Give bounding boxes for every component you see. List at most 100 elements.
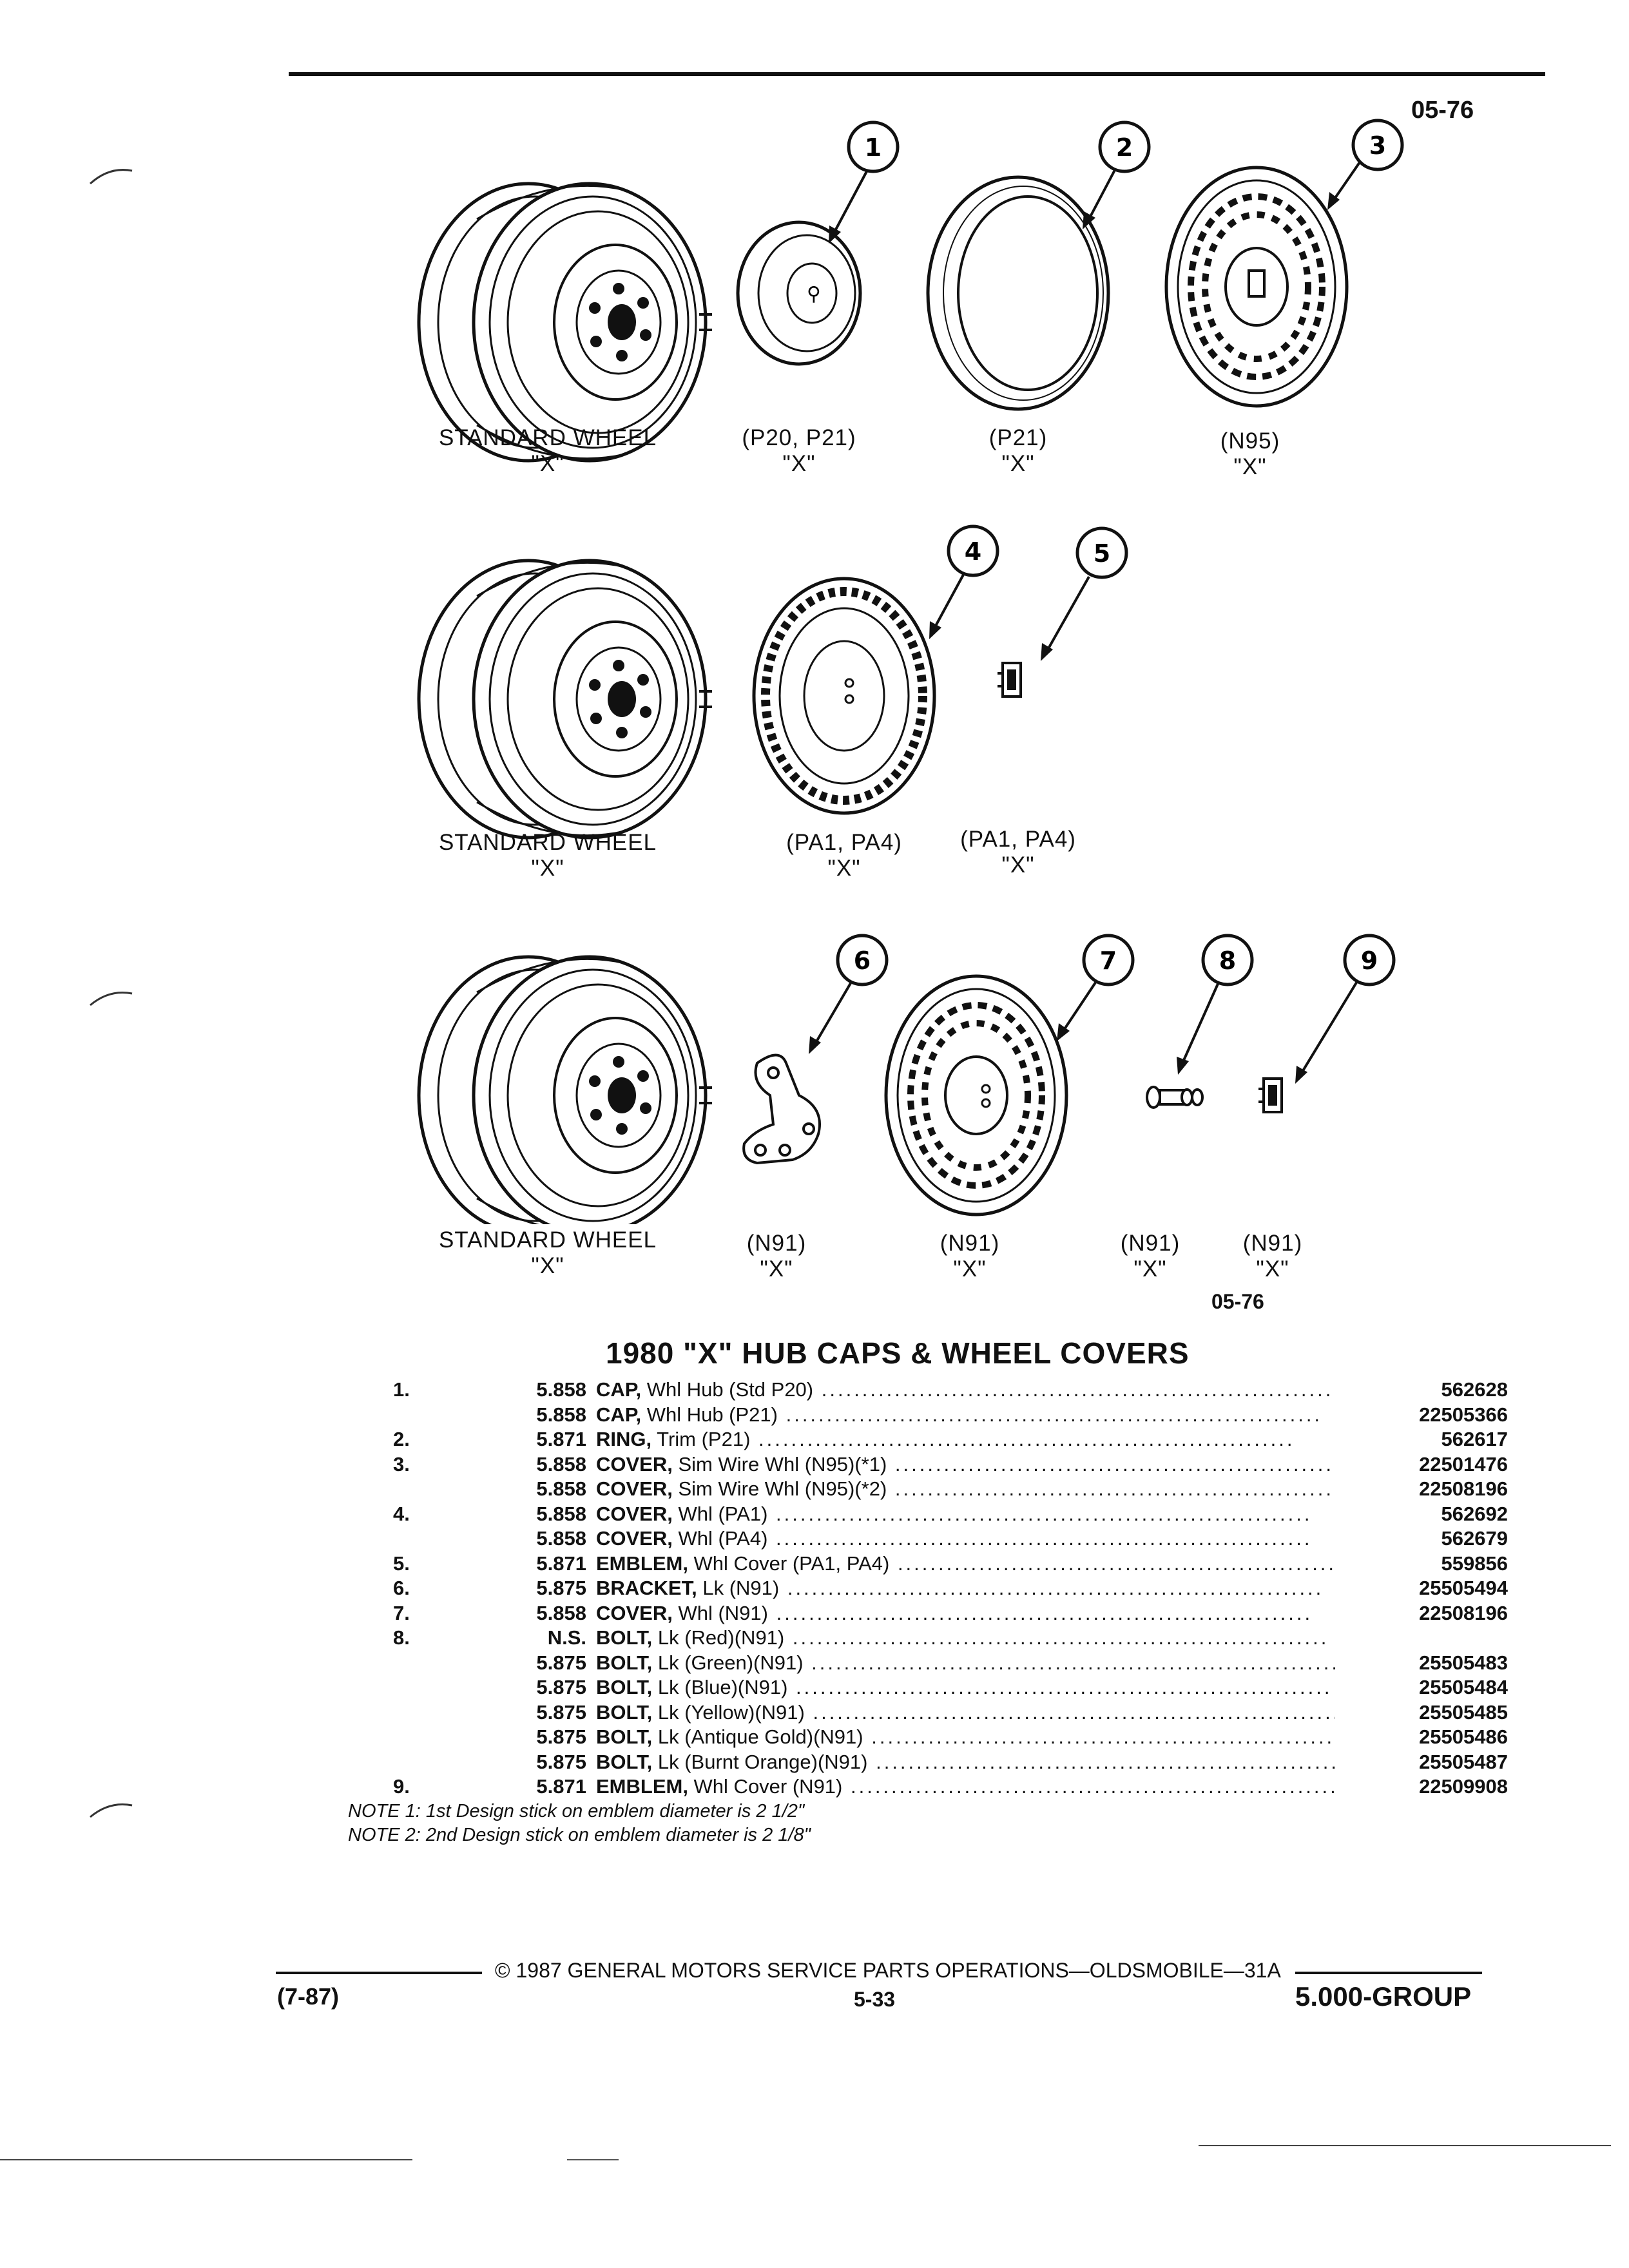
- item-number: 2.: [393, 1428, 410, 1450]
- trim-ring-illustration: [926, 175, 1110, 411]
- caption-x: "X": [531, 1253, 564, 1278]
- item-number: 3.: [393, 1452, 410, 1475]
- caption-x: "X": [953, 1256, 987, 1282]
- table-title: 1980 "X" HUB CAPS & WHEEL COVERS: [606, 1336, 1190, 1370]
- item-number: 9.: [393, 1775, 410, 1798]
- caption-standard-wheel-2: STANDARD WHEEL "X": [412, 830, 683, 881]
- part-detail: Lk (Green)(N91): [652, 1651, 804, 1674]
- callout-4: 4: [929, 524, 999, 639]
- caption-label: STANDARD WHEEL: [438, 1227, 657, 1253]
- part-name: BOLT,: [596, 1676, 653, 1698]
- svg-text:8: 8: [1219, 947, 1236, 975]
- svg-text:5: 5: [1094, 539, 1110, 568]
- group-number: 5.871: [536, 1775, 586, 1798]
- group-label: 5.000-GROUP: [1295, 1981, 1472, 2012]
- leader-dots: ........................................…: [787, 1676, 1333, 1698]
- part-number: 559856: [1335, 1551, 1508, 1576]
- item-number: 4.: [393, 1502, 410, 1525]
- part-number: 22501476: [1335, 1452, 1508, 1477]
- part-detail: Lk (Burnt Orange)(N91): [652, 1750, 868, 1773]
- part-detail: Whl Hub (P21): [641, 1403, 778, 1426]
- part-description: COVER, Whl (PA1) .......................…: [596, 1502, 1576, 1527]
- part-description: BOLT, Lk (Red)(N91) ....................…: [596, 1626, 1576, 1651]
- part-detail: Lk (Yellow)(N91): [652, 1700, 805, 1724]
- note-1: NOTE 1: 1st Design stick on emblem diame…: [348, 1801, 805, 1821]
- caption-label: (N91): [1120, 1231, 1181, 1256]
- caption-x: "X": [1001, 451, 1035, 476]
- group-number: 5.875: [536, 1750, 586, 1773]
- part-detail: Whl Cover (N91): [688, 1775, 843, 1798]
- callout-7: 7: [1057, 934, 1135, 1041]
- part-number: 562679: [1335, 1526, 1508, 1552]
- copyright: © 1987 GENERAL MOTORS SERVICE PARTS OPER…: [495, 1959, 1281, 1982]
- part-description: COVER, Whl (N91) .......................…: [596, 1601, 1576, 1626]
- footer-rule-left: [276, 1972, 482, 1974]
- part-name: BOLT,: [596, 1651, 653, 1674]
- part-description: BOLT, Lk (Yellow)(N91) .................…: [596, 1700, 1576, 1725]
- part-name: EMBLEM,: [596, 1552, 688, 1575]
- part-detail: Sim Wire Whl (N95)(*2): [672, 1477, 887, 1500]
- part-name: COVER,: [596, 1527, 673, 1550]
- part-detail: Lk (Red)(N91): [652, 1626, 785, 1649]
- item-number: 5.: [393, 1552, 410, 1575]
- part-number: 25505483: [1335, 1650, 1508, 1675]
- caption-lock-bracket: (N91) "X": [722, 1231, 831, 1282]
- part-name: CAP,: [596, 1378, 642, 1401]
- group-number: 5.875: [536, 1725, 586, 1748]
- footer-date: (7-87): [277, 1983, 340, 2010]
- caption-x: "X": [782, 451, 816, 476]
- svg-text:6: 6: [854, 947, 871, 975]
- item-number: 1.: [393, 1378, 410, 1401]
- part-name: BOLT,: [596, 1626, 653, 1649]
- part-number: 562628: [1335, 1378, 1508, 1403]
- group-number: 5.858: [536, 1403, 586, 1426]
- part-name: BOLT,: [596, 1725, 653, 1748]
- group-number: 5.858: [536, 1601, 586, 1624]
- part-number: 22509908: [1335, 1774, 1508, 1800]
- caption-x: "X": [1001, 852, 1035, 878]
- part-detail: Whl (N91): [672, 1601, 768, 1624]
- callout-1: 1: [829, 120, 900, 244]
- part-number: 562692: [1335, 1501, 1508, 1526]
- group-number: 5.871: [536, 1552, 586, 1575]
- callout-6: 6: [809, 934, 889, 1054]
- wheel-cover-n91-illustration: [886, 976, 1066, 1215]
- caption-wheel-cover-pa: (PA1, PA4) "X": [760, 830, 928, 881]
- part-description: RING, Trim (P21) .......................…: [596, 1427, 1576, 1452]
- caption-x: "X": [1133, 1256, 1167, 1282]
- part-description: BRACKET, Lk (N91) ......................…: [596, 1576, 1576, 1601]
- leader-dots: ........................................…: [779, 1577, 1324, 1599]
- caption-x: "X": [1256, 1256, 1289, 1282]
- part-description: CAP, Whl Hub (P21) .....................…: [596, 1403, 1576, 1428]
- caption-x: "X": [827, 856, 861, 881]
- svg-text:3: 3: [1369, 131, 1386, 160]
- part-detail: Sim Wire Whl (N95)(*1): [672, 1452, 887, 1475]
- caption-label: (N91): [746, 1231, 807, 1256]
- page-number: 5-33: [854, 1988, 896, 2011]
- part-detail: Trim (P21): [651, 1428, 751, 1450]
- leader-dots: ........................................…: [804, 1700, 1349, 1724]
- part-detail: Lk (Blue)(N91): [652, 1676, 788, 1698]
- caption-x: "X": [531, 856, 564, 881]
- caption-sim-wire-cover: (N95) "X": [1186, 428, 1315, 480]
- part-name: RING,: [596, 1428, 652, 1450]
- leader-dots: ........................................…: [777, 1403, 1323, 1426]
- wheel-cover-pa-illustration: [752, 577, 936, 815]
- item-number: 6.: [393, 1577, 410, 1599]
- caption-x: "X": [531, 451, 564, 476]
- group-number: 5.871: [536, 1428, 586, 1450]
- group-number: 5.858: [536, 1477, 586, 1500]
- leader-dots: ........................................…: [803, 1651, 1348, 1674]
- caption-label: (P20, P21): [742, 425, 856, 450]
